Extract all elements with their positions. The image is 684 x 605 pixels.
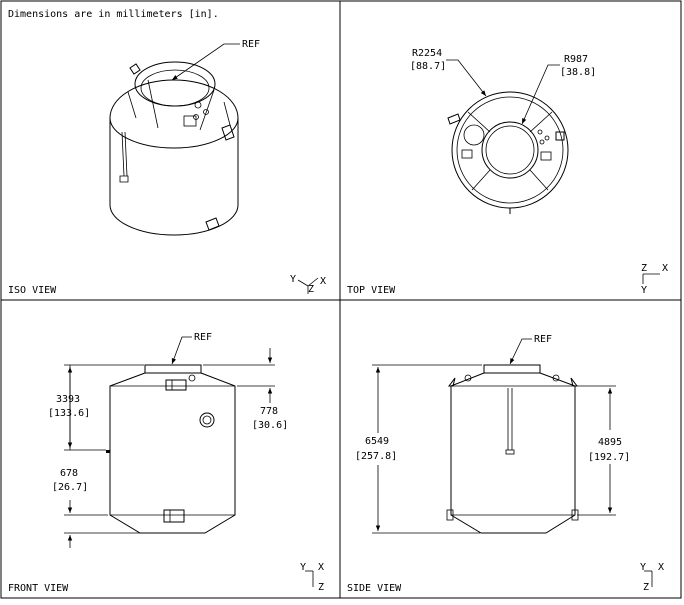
top-triad-label-2: X: [662, 263, 668, 274]
side-axis-triad: Y X Z: [640, 562, 664, 593]
top-view: R2254 [88.7] R987 [38.8] Z X Y TOP VIEW: [347, 48, 668, 296]
top-view-title: TOP VIEW: [347, 285, 396, 296]
iso-ref-label: REF: [242, 39, 260, 50]
iso-view: REF Y Z X ISO VIEW: [8, 39, 326, 296]
side-dim-height: 6549 [257.8]: [355, 364, 482, 534]
top-tank: [447, 91, 569, 214]
side-dim-right-inch: [192.7]: [588, 452, 630, 463]
front-dim-right-inch: [30.6]: [252, 420, 288, 431]
side-view: REF 6549 [257.8] 4895 [192.7] Y X Z SIDE…: [347, 334, 664, 594]
side-view-title: SIDE VIEW: [347, 583, 402, 594]
front-dim-lower-inch: [26.7]: [52, 482, 88, 493]
front-dim-upper-value: 3393: [56, 394, 80, 405]
side-ref-callout: REF: [509, 334, 552, 365]
iso-ref-callout: REF: [171, 39, 260, 81]
top-dim-outer-value: R2254: [412, 48, 442, 59]
front-triad-label-2: X: [318, 562, 324, 573]
side-tank: [446, 364, 579, 534]
front-dim-upper: 3393 [133.6]: [48, 364, 144, 451]
top-triad-label-1: Z: [641, 263, 647, 274]
iso-tank: [109, 61, 239, 236]
side-dim-height-value: 6549: [365, 436, 389, 447]
side-dim-height-inch: [257.8]: [355, 451, 397, 462]
iso-triad-label-2: Z: [308, 284, 314, 295]
top-dim-inner-value: R987: [564, 54, 588, 65]
front-ref-callout: REF: [171, 332, 212, 365]
side-dim-right: 4895 [192.7]: [577, 385, 630, 516]
front-tank: [106, 364, 236, 534]
side-triad-label-2: X: [658, 562, 664, 573]
side-dim-right-value: 4895: [598, 437, 622, 448]
front-triad-label-1: Y: [300, 562, 306, 573]
units-note: Dimensions are in millimeters [in].: [8, 9, 219, 20]
front-axis-triad: Y X Z: [300, 562, 324, 593]
side-triad-label-3: Z: [643, 582, 649, 593]
front-dim-lower: 678 [26.7]: [52, 468, 140, 548]
top-dim-inner-inch: [38.8]: [560, 67, 596, 78]
iso-view-title: ISO VIEW: [8, 285, 57, 296]
top-dim-outer: R2254 [88.7]: [410, 48, 487, 97]
front-dim-right: 778 [30.6]: [203, 348, 288, 431]
front-dim-right-value: 778: [260, 406, 278, 417]
front-dim-lower-value: 678: [60, 468, 78, 479]
front-triad-label-3: Z: [318, 582, 324, 593]
side-triad-label-1: Y: [640, 562, 646, 573]
top-axis-triad: Z X Y: [641, 263, 668, 296]
front-view: REF 3393 [133.6] 678 [26.7] 778 [30.6]: [8, 332, 324, 594]
iso-axis-triad: Y Z X: [290, 274, 326, 295]
front-ref-label: REF: [194, 332, 212, 343]
top-triad-label-3: Y: [641, 285, 647, 296]
iso-triad-label-1: Y: [290, 274, 296, 285]
front-dim-upper-inch: [133.6]: [48, 408, 90, 419]
front-view-title: FRONT VIEW: [8, 583, 69, 594]
iso-triad-label-3: X: [320, 276, 326, 287]
top-dim-outer-inch: [88.7]: [410, 61, 446, 72]
side-ref-label: REF: [534, 334, 552, 345]
top-dim-inner: R987 [38.8]: [521, 54, 596, 125]
